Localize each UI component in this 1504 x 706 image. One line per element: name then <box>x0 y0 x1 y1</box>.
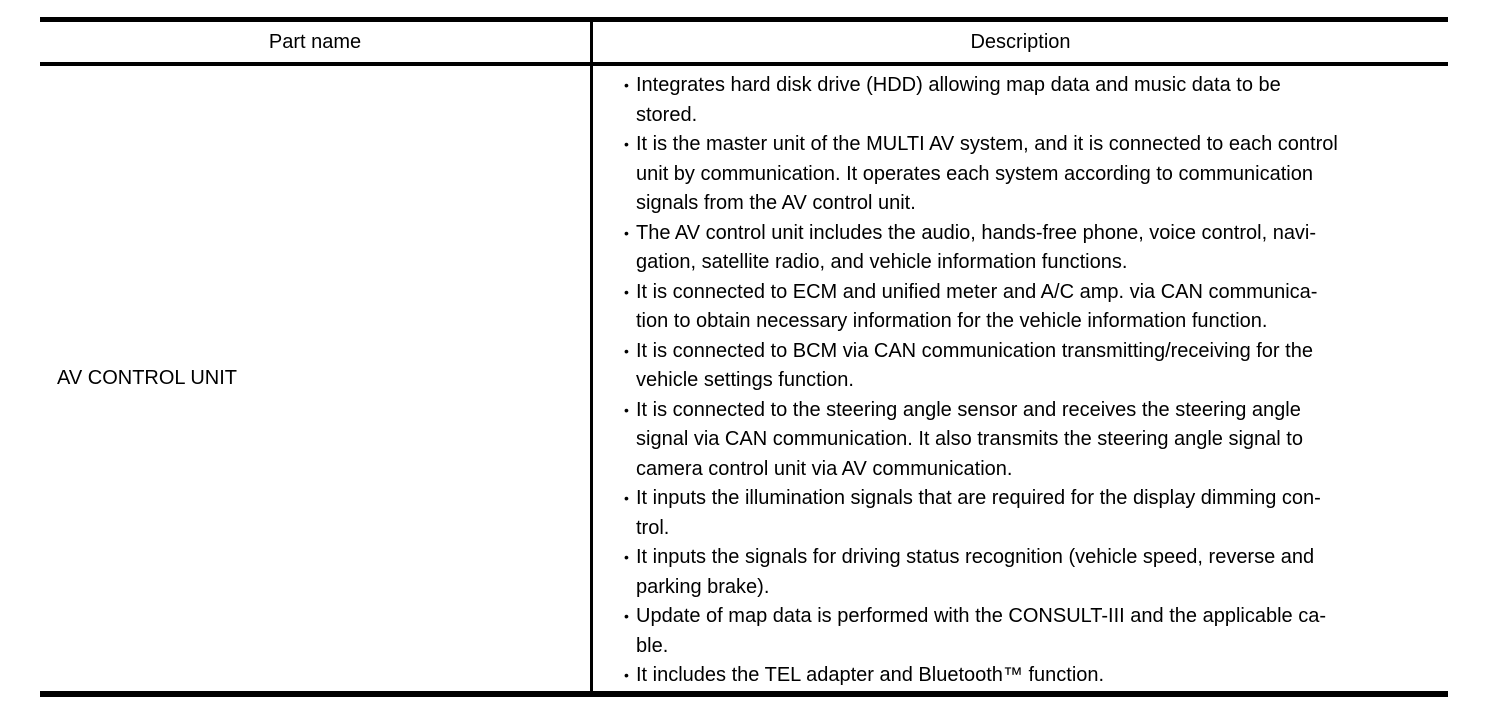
bullet-icon: • <box>624 224 629 241</box>
bullet-text: Integrates hard disk drive (HDD) allowin… <box>636 74 1281 126</box>
bullet-text: It inputs the signals for driving status… <box>636 546 1315 598</box>
bullet-text: It is connected to BCM via CAN communica… <box>636 339 1313 392</box>
part-name-cell: AV CONTROL UNIT <box>40 66 593 691</box>
description-cell: • Integrates hard disk drive (HDD) allowi… <box>593 66 1448 691</box>
bullet-text: It is connected to ECM and unified meter… <box>636 280 1318 333</box>
bullet-icon: • <box>624 136 629 152</box>
description-bullet: • It is connected to the steering angle s… <box>593 396 1442 485</box>
description-bullet: • Update of map data is performed with th… <box>593 602 1442 661</box>
description-bullet: • It is the master unit of the MULTI AV s… <box>593 130 1442 219</box>
bullet-icon: • <box>624 608 629 624</box>
description-bullet: • It includes the TEL adapter and Bluetoo… <box>593 661 1442 691</box>
description-bullet: • It inputs the signals for driving statu… <box>593 543 1442 602</box>
table-header-row: Part name Description <box>40 22 1448 66</box>
bullet-text: It is connected to the steering angle se… <box>636 398 1303 480</box>
bullet-text: It includes the TEL adapter and Bluetoot… <box>636 664 1105 686</box>
bullet-icon: • <box>624 342 629 359</box>
bullet-text: Update of map data is performed with the… <box>636 605 1326 657</box>
bullet-icon: • <box>624 77 629 93</box>
description-bullet: • It is connected to BCM via CAN communic… <box>593 337 1442 396</box>
bullet-text: The AV control unit includes the audio, … <box>636 221 1317 274</box>
column-header-description: Description <box>970 31 1071 53</box>
column-header-part-name: Part name <box>40 22 593 62</box>
bullet-icon: • <box>624 401 629 418</box>
description-bullet-list: • Integrates hard disk drive (HDD) allowi… <box>593 71 1442 691</box>
bullet-icon: • <box>624 549 629 565</box>
bullet-text: It inputs the illumination signals that … <box>636 487 1321 539</box>
bullet-icon: • <box>624 667 629 683</box>
bullet-icon: • <box>624 283 629 300</box>
bullet-icon: • <box>624 490 629 506</box>
table-row: AV CONTROL UNIT • Integrates hard disk dr… <box>40 66 1448 691</box>
description-bullet: • The AV control unit includes the audio,… <box>593 219 1442 278</box>
description-bullet: • It is connected to ECM and unified mete… <box>593 278 1442 337</box>
description-bullet: • Integrates hard disk drive (HDD) allowi… <box>593 71 1442 130</box>
bullet-text: It is the master unit of the MULTI AV sy… <box>636 133 1338 214</box>
description-bullet: • It inputs the illumination signals that… <box>593 484 1442 543</box>
parts-table: Part name Description AV CONTROL UNIT • I… <box>40 17 1448 697</box>
